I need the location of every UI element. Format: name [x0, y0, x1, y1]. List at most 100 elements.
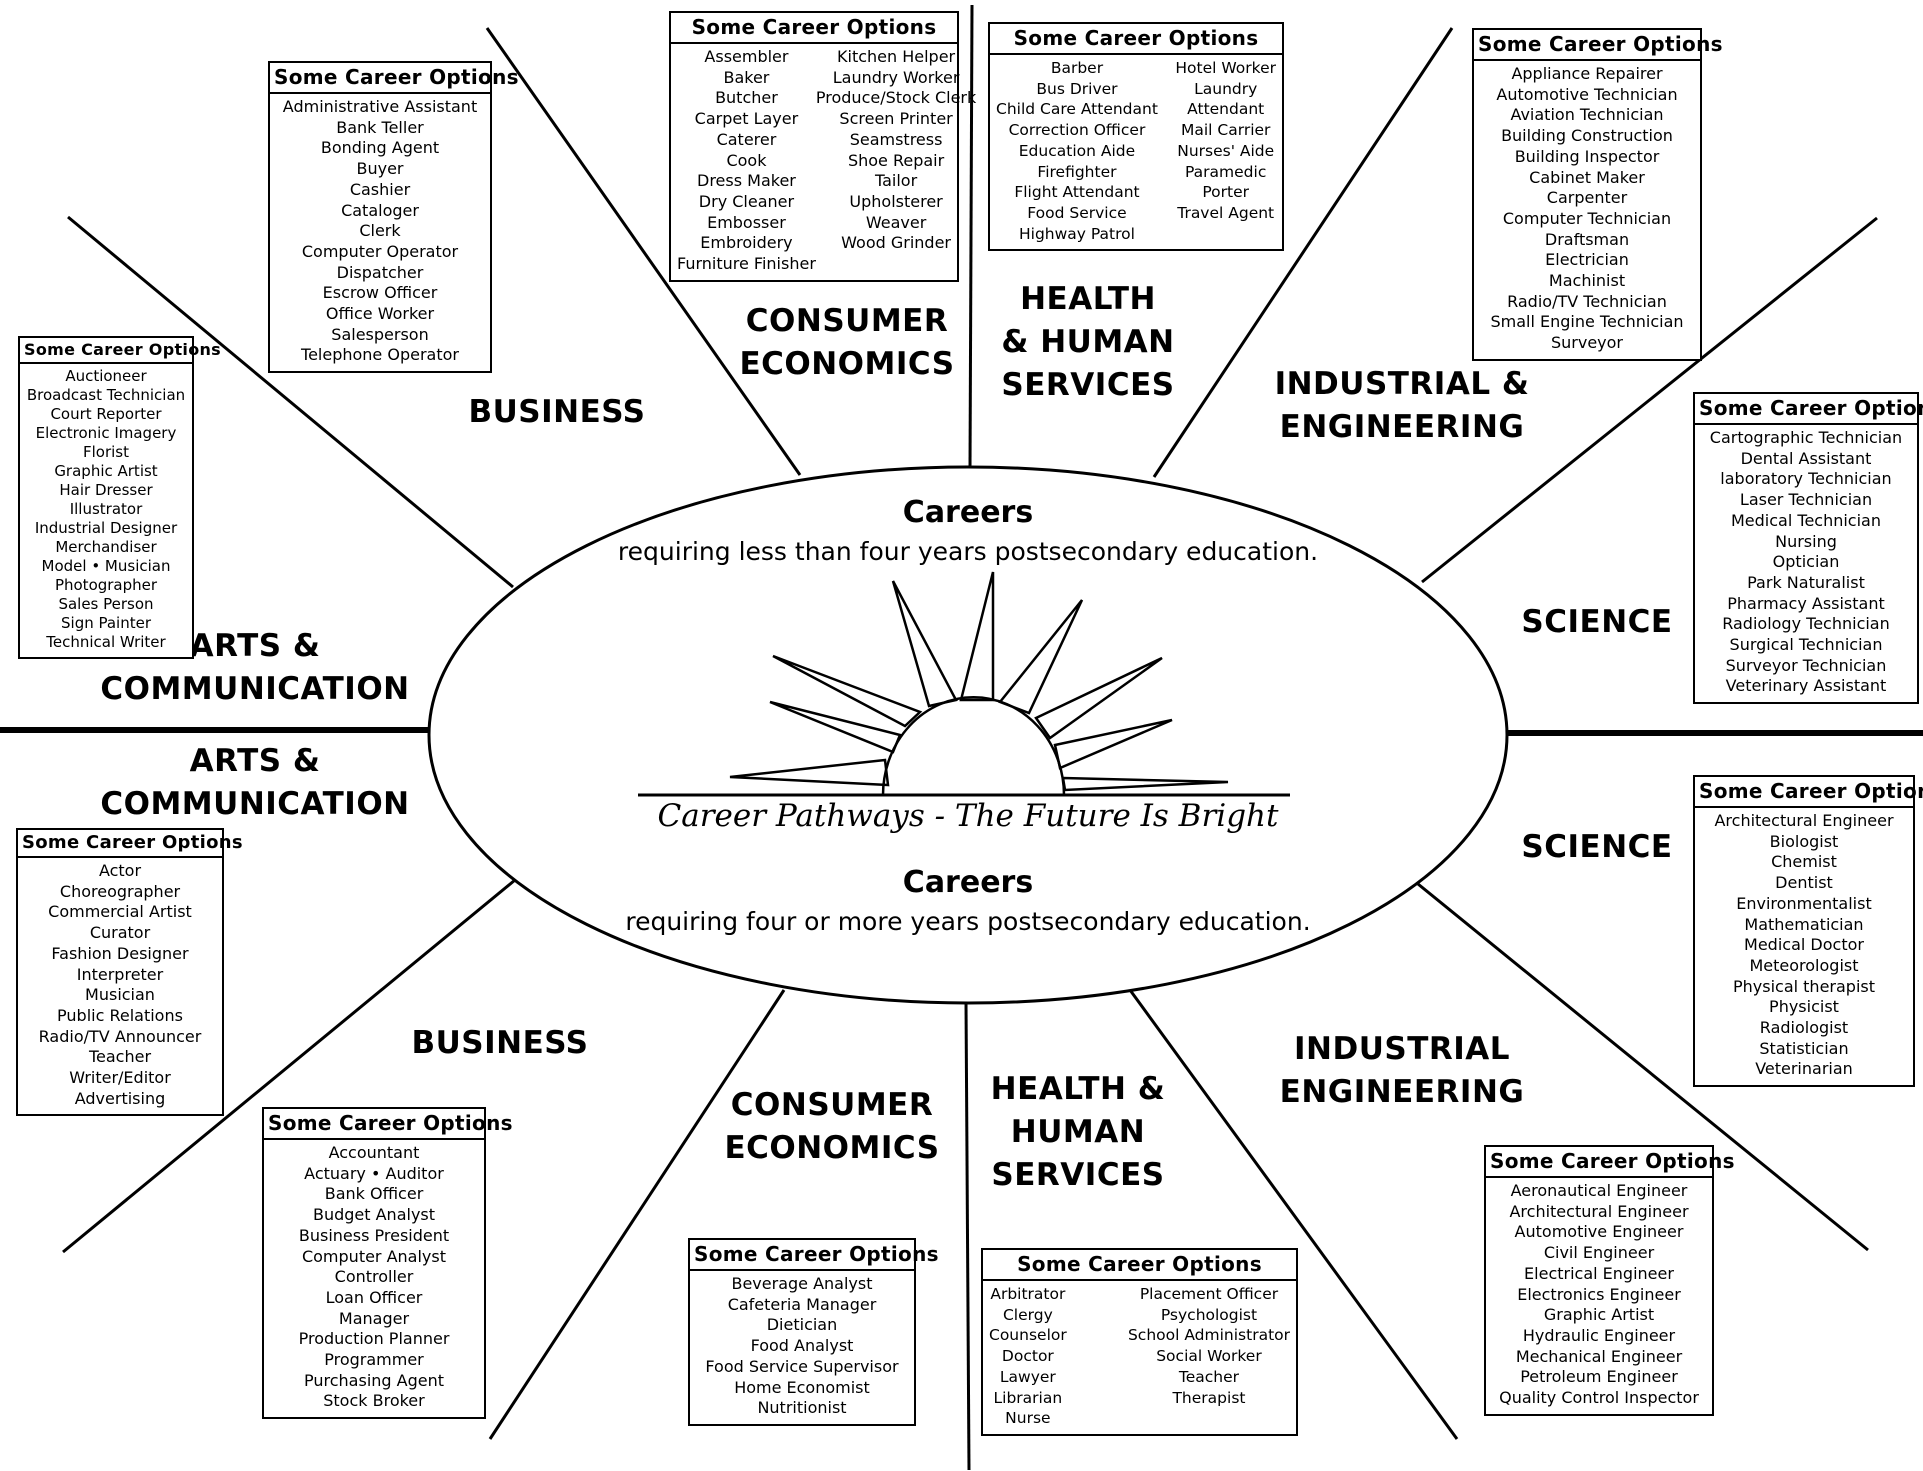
- center-ellipse: [427, 465, 1509, 1005]
- career-option: Butcher: [715, 88, 778, 108]
- box-title: Some Career Options: [1695, 777, 1923, 808]
- career-option: Cafeteria Manager: [727, 1294, 877, 1314]
- career-option: Radio/TV Technician: [1507, 291, 1667, 311]
- career-option: Teacher: [1178, 1367, 1240, 1386]
- box-title: Some Career Options: [1486, 1147, 1735, 1178]
- career-option: Programmer: [324, 1350, 424, 1370]
- career-option: laboratory Technician: [1720, 469, 1892, 489]
- career-option: Hotel Worker: [1175, 59, 1276, 77]
- career-option: Bus Driver: [1036, 79, 1118, 98]
- career-option: Hair Dresser: [59, 481, 153, 499]
- sunrise-logo: [638, 571, 1290, 797]
- career-option: Computer Technician: [1502, 208, 1672, 228]
- career-option: Firefighter: [1037, 162, 1117, 181]
- career-option: Wood Grinder: [841, 233, 951, 253]
- career-option: Small Engine Technician: [1490, 312, 1684, 332]
- career-option: Clergy: [1002, 1305, 1053, 1324]
- upper-careers-subtitle: requiring less than four years postsecon…: [617, 537, 1319, 566]
- career-option: Child Care Attendant: [996, 100, 1158, 119]
- career-option: Automotive Technician: [1496, 84, 1678, 104]
- spoke-lower-left: [62, 878, 516, 1254]
- career-option: Home Economist: [734, 1377, 870, 1397]
- career-option: Machinist: [1548, 271, 1626, 291]
- category-business-lower: BUSINESS: [411, 1025, 589, 1061]
- career-option: Tailor: [874, 171, 918, 191]
- career-option: Surveyor Technician: [1725, 655, 1887, 675]
- career-option: Radio/TV Announcer: [38, 1026, 202, 1046]
- career-option: Doctor: [1001, 1347, 1054, 1366]
- career-option: Embroidery: [700, 233, 793, 253]
- career-option: Cook: [726, 150, 767, 170]
- career-option: Upholsterer: [849, 191, 943, 211]
- career-option: Civil Engineer: [1543, 1243, 1655, 1263]
- spoke-upper-right: [1421, 216, 1878, 584]
- career-option: Administrative Assistant: [282, 97, 478, 116]
- career-option: Counselor: [989, 1326, 1067, 1345]
- career-option: Dry Cleaner: [698, 191, 795, 211]
- career-option: Furniture Finisher: [677, 254, 816, 274]
- career-option: Manager: [338, 1308, 410, 1328]
- career-option: Lawyer: [999, 1367, 1056, 1386]
- career-option: Surveyor: [1550, 333, 1624, 353]
- box-title: Some Career Options: [20, 338, 221, 364]
- career-option: Sales Person: [58, 595, 154, 613]
- category-business-upper: BUSINESS: [468, 394, 646, 430]
- career-option: Seamstress: [849, 129, 943, 149]
- career-option: Musician: [85, 985, 155, 1005]
- career-option: Building Inspector: [1514, 146, 1660, 166]
- career-option: Industrial Designer: [34, 519, 178, 537]
- career-option: Interpreter: [76, 964, 164, 984]
- career-option: Model • Musician: [41, 557, 171, 575]
- career-option: Architectural Engineer: [1509, 1201, 1689, 1221]
- spoke-lower-industrial: [1128, 989, 1459, 1440]
- career-option: Photographer: [54, 576, 158, 594]
- career-option: Physicist: [1769, 997, 1839, 1017]
- career-option: Graphic Artist: [54, 462, 158, 480]
- career-option: Architectural Engineer: [1714, 811, 1894, 830]
- career-option: Food Service Supervisor: [705, 1356, 899, 1376]
- career-box-business-upper: Some Career Options Administrative Assis…: [268, 61, 519, 374]
- career-option: Aeronautical Engineer: [1510, 1181, 1688, 1200]
- career-option: Buyer: [356, 159, 404, 179]
- career-option: Beverage Analyst: [731, 1274, 873, 1293]
- career-option: Education Aide: [1018, 141, 1136, 160]
- career-option: Budget Analyst: [312, 1205, 436, 1225]
- career-option: Carpet Layer: [694, 109, 799, 129]
- career-option: Cataloger: [341, 200, 419, 220]
- career-option: Electrical Engineer: [1524, 1263, 1674, 1283]
- career-option: Mathematician: [1744, 914, 1864, 934]
- career-option: Cabinet Maker: [1529, 167, 1645, 187]
- career-option: Draftsman: [1544, 229, 1630, 249]
- spoke-lower-business: [488, 989, 786, 1440]
- career-option: Loan Officer: [325, 1287, 423, 1307]
- career-option: Caterer: [716, 129, 777, 149]
- career-option: Aviation Technician: [1510, 105, 1664, 125]
- career-option: Weaver: [865, 212, 927, 232]
- career-option: Illustrator: [69, 500, 143, 518]
- career-option: Veterinarian: [1755, 1059, 1853, 1079]
- career-option: Psychologist: [1160, 1305, 1258, 1324]
- career-option: Computer Analyst: [301, 1246, 447, 1266]
- career-option: Pharmacy Assistant: [1727, 593, 1885, 613]
- career-option: Baker: [723, 67, 770, 87]
- box-title: Some Career Options: [264, 1109, 513, 1140]
- career-option: Actor: [98, 861, 142, 880]
- career-option: Electronic Imagery: [35, 424, 177, 442]
- career-option: Physical therapist: [1732, 976, 1876, 996]
- career-option: Dispatcher: [336, 262, 424, 282]
- upper-careers-heading: Careers: [902, 495, 1034, 530]
